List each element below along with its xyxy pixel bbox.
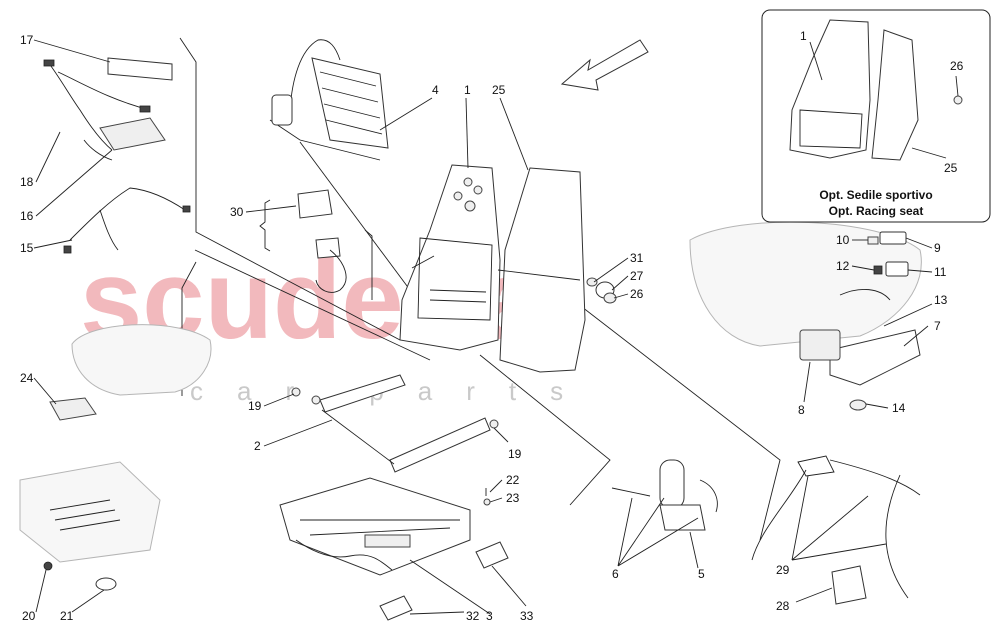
motor-assembly-5 bbox=[611, 459, 718, 531]
callout-17: 17 bbox=[20, 33, 34, 47]
callout-6: 6 bbox=[612, 567, 619, 581]
bracket-32 bbox=[379, 595, 413, 621]
callout-15: 15 bbox=[20, 241, 34, 255]
switch-11 bbox=[885, 261, 909, 277]
inset-racing-seat: Opt. Sedile sportivo Opt. Racing seat bbox=[761, 9, 991, 223]
kit-28 bbox=[831, 565, 867, 605]
inset-callout-25: 25 bbox=[944, 161, 958, 175]
callout-2: 2 bbox=[254, 439, 261, 453]
release-cables-29 bbox=[751, 455, 921, 605]
callout-25: 25 bbox=[492, 83, 506, 97]
control-unit-17 bbox=[107, 57, 173, 81]
seat-base-ghost bbox=[19, 461, 161, 591]
lumbar-assembly-4 bbox=[271, 39, 389, 149]
callout-4: 4 bbox=[432, 83, 439, 97]
callout-9: 9 bbox=[934, 241, 941, 255]
bracket-33 bbox=[475, 541, 509, 569]
callout-26: 26 bbox=[630, 287, 644, 301]
lower-frame-3 bbox=[279, 477, 471, 576]
callout-18: 18 bbox=[20, 175, 34, 189]
inset-caption-en: Opt. Racing seat bbox=[829, 204, 924, 218]
control-unit-16 bbox=[99, 117, 166, 151]
callout-19a: 19 bbox=[248, 399, 262, 413]
inset-caption-it: Opt. Sedile sportivo bbox=[819, 188, 932, 202]
callout-19b: 19 bbox=[508, 447, 522, 461]
backrest-frame-1 bbox=[399, 164, 501, 351]
callout-11: 11 bbox=[934, 265, 947, 279]
callout-33: 33 bbox=[520, 609, 534, 623]
callout-7: 7 bbox=[934, 319, 941, 333]
cushion-ghost-left bbox=[49, 324, 212, 421]
clip-10 bbox=[867, 236, 879, 245]
inset-callout-26: 26 bbox=[950, 59, 964, 73]
callout-20: 20 bbox=[22, 609, 36, 623]
callout-32: 32 bbox=[466, 609, 480, 623]
callout-23: 23 bbox=[506, 491, 520, 505]
callout-14: 14 bbox=[892, 401, 906, 415]
switch-9 bbox=[879, 231, 907, 245]
callout-8: 8 bbox=[798, 403, 805, 417]
rail-assembly-2 bbox=[319, 374, 491, 473]
callout-22: 22 bbox=[506, 473, 520, 487]
wiring-harness-group bbox=[43, 57, 191, 254]
callout-29: 29 bbox=[776, 563, 790, 577]
clip-12 bbox=[873, 265, 883, 275]
section-lines bbox=[179, 37, 781, 541]
trim-7 bbox=[829, 329, 921, 386]
callout-21: 21 bbox=[60, 609, 74, 623]
callout-3: 3 bbox=[486, 609, 493, 623]
callout-16: 16 bbox=[20, 209, 34, 223]
inset-callout-1: 1 bbox=[800, 29, 807, 43]
callout-1: 1 bbox=[464, 83, 471, 97]
callout-13: 13 bbox=[934, 293, 948, 307]
bracket-group-30 bbox=[259, 189, 347, 293]
module-24 bbox=[49, 397, 97, 421]
callout-numbers: 17 18 16 15 24 30 19 2 1 25 4 31 27 26 1… bbox=[20, 29, 964, 623]
callout-30: 30 bbox=[230, 205, 244, 219]
callout-12: 12 bbox=[836, 259, 850, 273]
callout-leaders bbox=[33, 39, 959, 615]
knob-26 bbox=[603, 292, 617, 304]
callout-10: 10 bbox=[836, 233, 850, 247]
callout-31: 31 bbox=[630, 251, 644, 265]
module-8 bbox=[799, 329, 841, 361]
callout-27: 27 bbox=[630, 269, 644, 283]
direction-arrow-icon bbox=[560, 39, 649, 91]
callout-24: 24 bbox=[20, 371, 34, 385]
cushion-ghost-right bbox=[689, 221, 922, 411]
cap-14 bbox=[849, 399, 867, 411]
backrest-shell-25 bbox=[497, 167, 586, 373]
cap-31 bbox=[586, 277, 598, 287]
fasteners bbox=[291, 387, 499, 506]
callout-5: 5 bbox=[698, 567, 705, 581]
callout-28: 28 bbox=[776, 599, 790, 613]
